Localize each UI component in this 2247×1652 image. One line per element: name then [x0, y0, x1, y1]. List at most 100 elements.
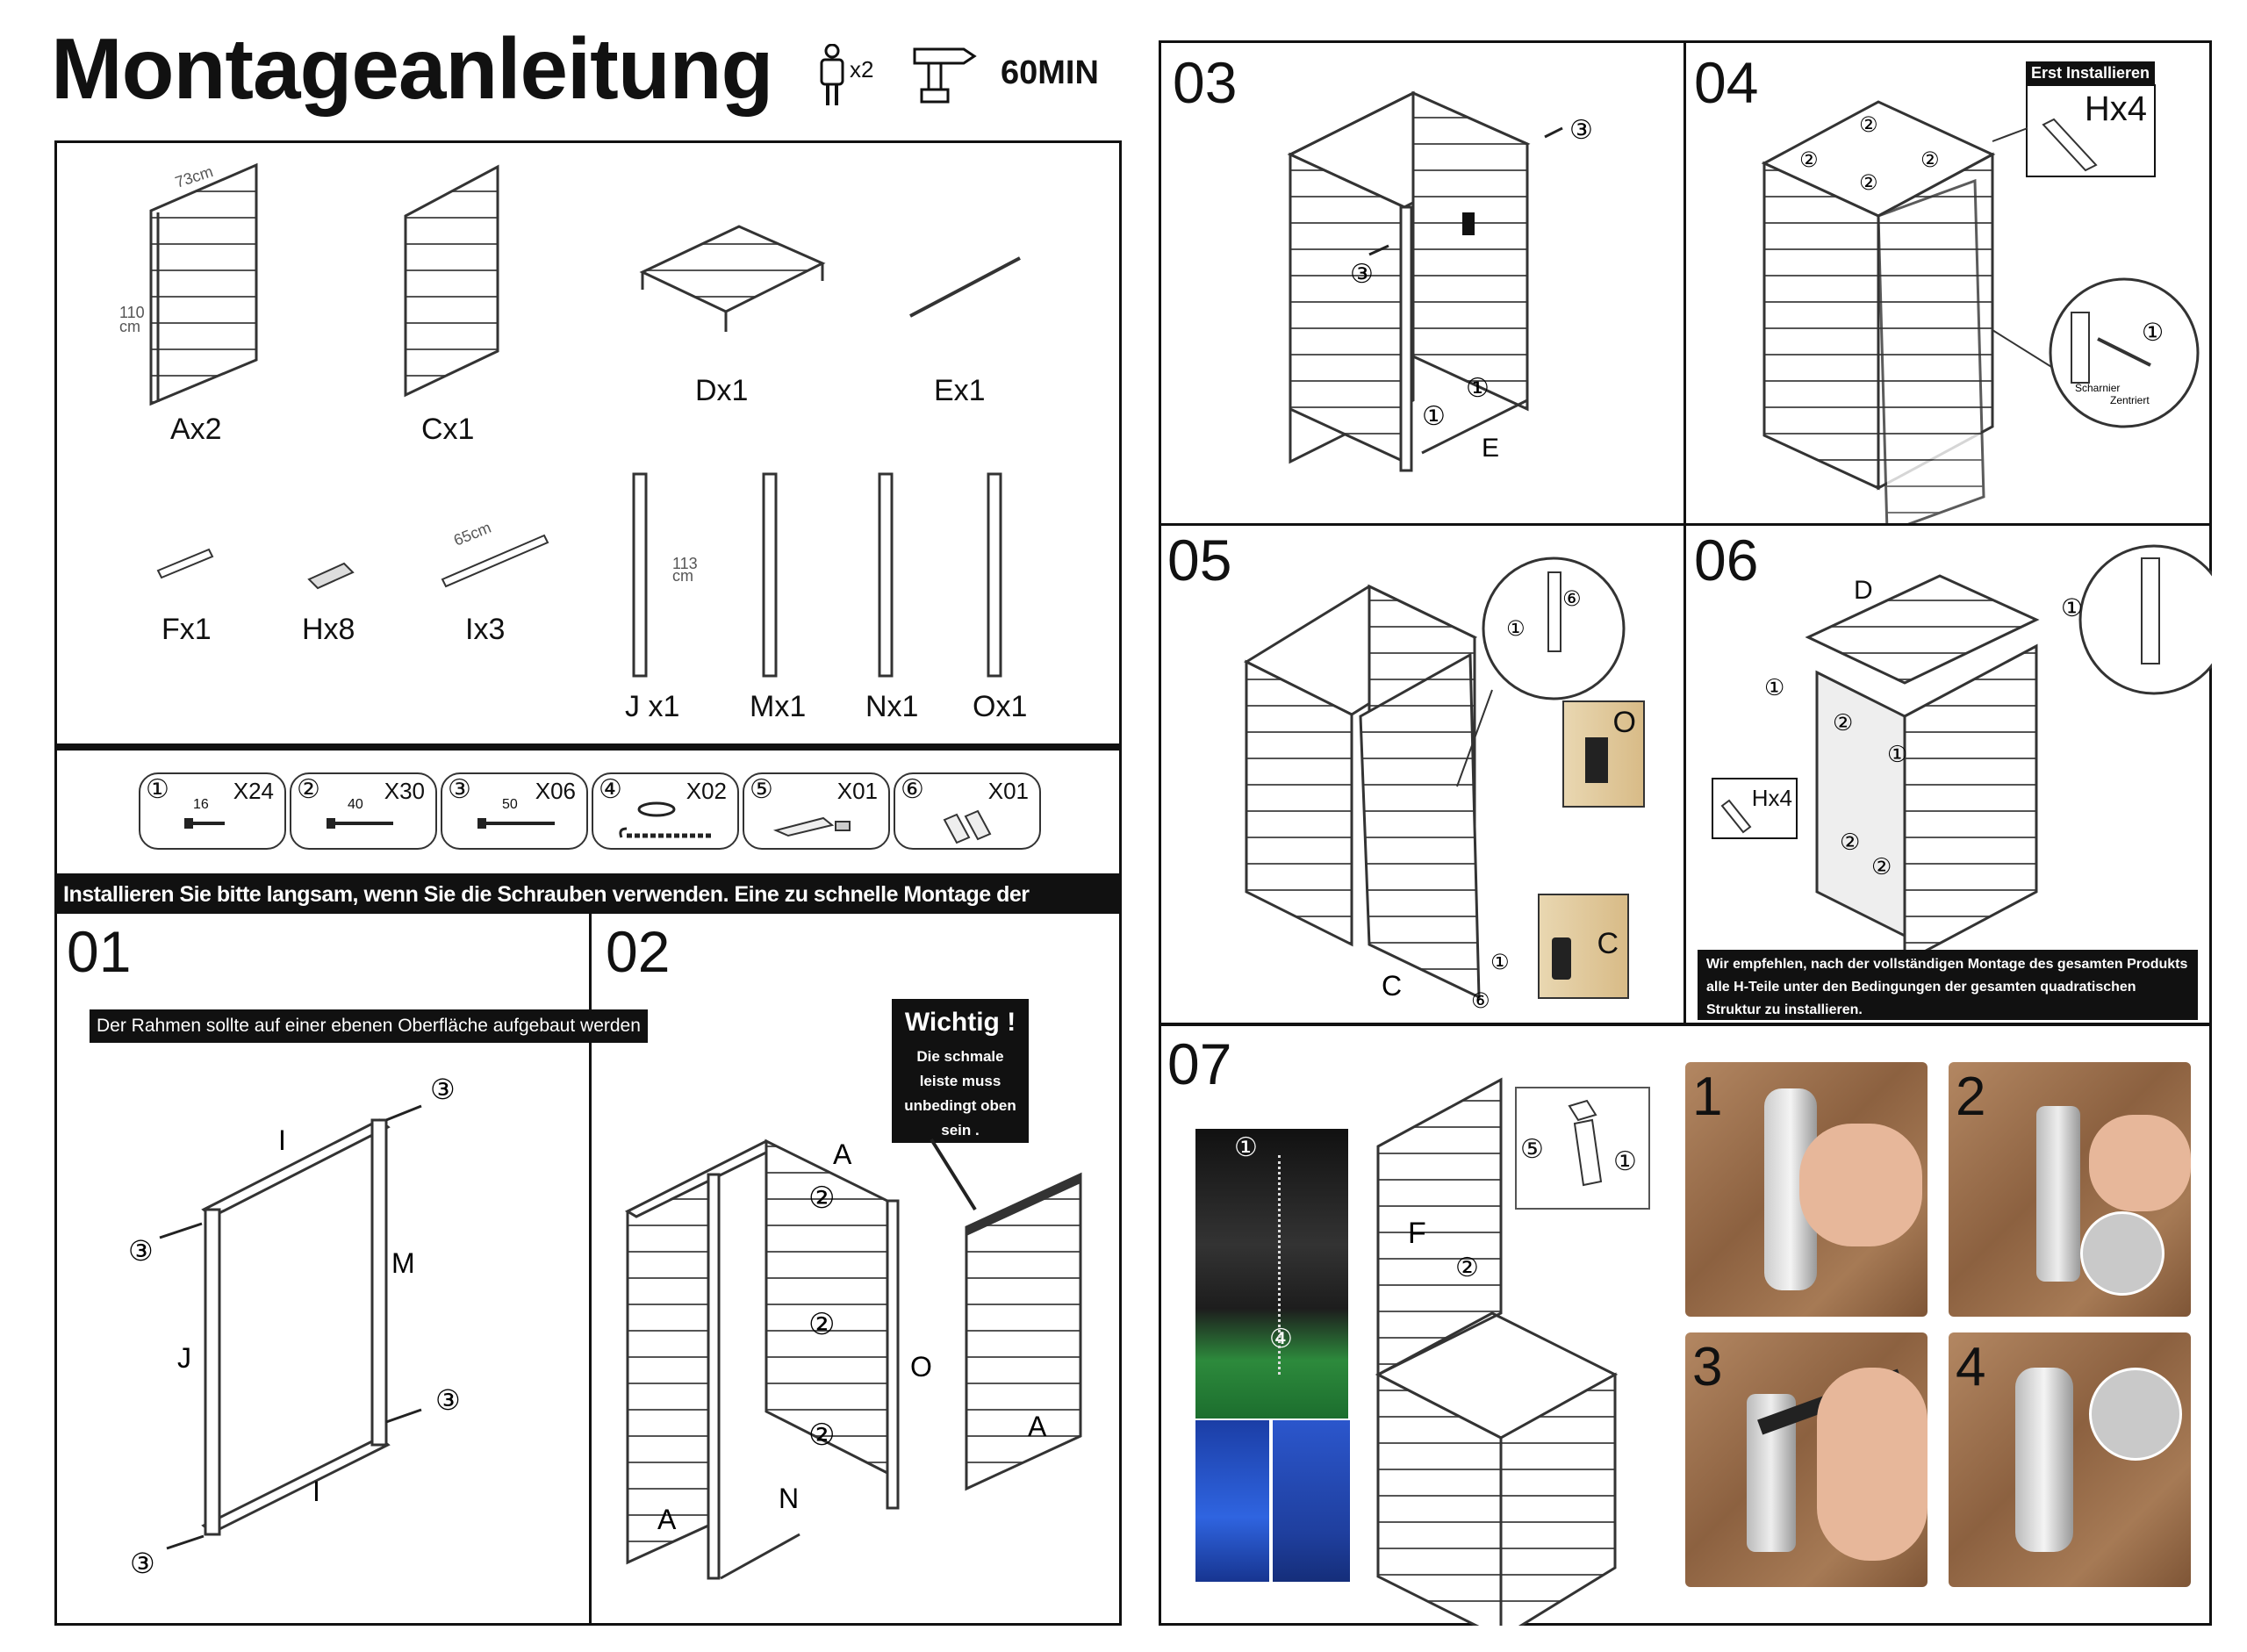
latch-bracket	[1552, 937, 1571, 980]
step-03-drawing: ③ ③ ① ① E	[1287, 90, 1593, 472]
chain-icon	[619, 801, 711, 838]
svg-text:③: ③	[130, 1548, 155, 1579]
step-02-drawing: A O A N A ② ② ②	[624, 1138, 1082, 1580]
svg-text:M: M	[391, 1247, 415, 1279]
screw-icon	[477, 818, 555, 829]
warning-bar: Installieren Sie bitte langsam, wenn Sie…	[54, 876, 1122, 944]
svg-text:Zentriert: Zentriert	[2110, 394, 2150, 406]
svg-text:③: ③	[1350, 260, 1374, 289]
svg-text:③: ③	[435, 1384, 461, 1416]
part-a-panel	[149, 162, 258, 406]
hardware-number: ③	[448, 775, 471, 804]
latch-icon	[772, 816, 851, 837]
step-03-number: 03	[1173, 50, 1238, 115]
svg-text:②: ②	[808, 1308, 835, 1341]
callout-body: Die schmale leiste muss unbedingt oben s…	[904, 1048, 1016, 1138]
parts-drawings: 73cm 110 cm 65cm 113 cm	[119, 162, 1021, 678]
hardware-item-4: ④ X02	[592, 772, 739, 850]
step-07-drawing: F ②	[1375, 1077, 1619, 1626]
step-02-panel	[589, 911, 1122, 1626]
h-part-icon	[2042, 118, 2098, 172]
svg-text:65cm: 65cm	[451, 519, 493, 549]
svg-text:I: I	[312, 1476, 320, 1507]
step-04-number: 04	[1694, 50, 1759, 115]
hardware-number: ⑤	[750, 775, 773, 804]
svg-text:③: ③	[128, 1235, 154, 1267]
part-label-i: Ix3	[465, 613, 506, 646]
step-05-drawing: ⑥ ① ① ⑥ C	[1243, 557, 1626, 1013]
hand	[2089, 1115, 2191, 1211]
zoom-circle	[2089, 1368, 2182, 1461]
hardware-length: 50	[502, 797, 518, 812]
part-i	[441, 534, 549, 588]
hardware-number: ⑥	[901, 775, 924, 804]
part-label-m: Mx1	[750, 690, 807, 723]
hardware-number: ①	[146, 775, 169, 804]
person-icon	[815, 43, 850, 111]
hardware-number: ②	[297, 775, 320, 804]
persons-count: x2	[850, 56, 874, 83]
step-07-photo-2: 2	[1949, 1062, 2191, 1317]
drill-icon	[909, 44, 980, 110]
screw-icon	[327, 818, 393, 829]
part-n-post	[878, 472, 894, 678]
part-label-c: Cx1	[421, 413, 475, 446]
step-04-drawing: ② ② ② ② ① Scharnier Zentriert	[1761, 100, 2200, 523]
hand	[1799, 1124, 1922, 1246]
svg-text:②: ②	[1920, 148, 1940, 172]
part-e-rod	[909, 256, 1021, 318]
part-m-post	[762, 472, 778, 678]
step-01-frame-drawing: I M J I ③ ③ ③ ③	[128, 1074, 461, 1579]
parts-panel	[54, 140, 1122, 746]
svg-text:②: ②	[1859, 171, 1878, 195]
svg-text:①: ①	[1887, 741, 1907, 767]
grid-divider-vertical	[1683, 40, 1686, 1025]
step-06-label-d: D	[1854, 576, 1873, 605]
step-06-hx4-box: Hx4	[1712, 778, 1798, 839]
svg-text:J: J	[177, 1342, 191, 1374]
part-label-o: Ox1	[973, 690, 1028, 723]
latch-mark-1: ①	[1613, 1147, 1637, 1176]
page-title: Montageanleitung	[51, 20, 773, 117]
assembly-time: 60MIN	[1001, 54, 1099, 91]
hardware-qty: X02	[686, 778, 727, 804]
hardware-qty: X06	[535, 778, 576, 804]
part-c-panel	[404, 164, 499, 398]
svg-text:①: ①	[1466, 374, 1490, 403]
latch-icon	[1568, 1099, 1603, 1187]
svg-text:110: 110	[119, 304, 145, 321]
svg-text:A: A	[1028, 1411, 1047, 1442]
hardware-qty: X24	[233, 778, 274, 804]
hardware-item-5: ⑤ X01	[743, 772, 890, 850]
step-07-number: 07	[1167, 1031, 1232, 1096]
part-label-n: Nx1	[865, 690, 919, 723]
step-06-drawing: ① ① ② ① ② ②	[1764, 544, 2212, 965]
step-07-chain-photo-blue-1	[1195, 1420, 1269, 1582]
svg-text:②: ②	[1871, 853, 1892, 880]
step-07-chain-photo-blue-2	[1273, 1420, 1350, 1582]
step-05-photo-c: C	[1538, 894, 1629, 999]
step-01-number: 01	[67, 919, 132, 984]
step-05-photo-o: O	[1562, 700, 1645, 808]
grid-divider-horizontal	[1159, 523, 2212, 526]
zoom-circle	[2080, 1211, 2164, 1296]
chain-mark-1: ①	[1234, 1133, 1258, 1162]
svg-text:②: ②	[1859, 113, 1878, 137]
svg-text:cm: cm	[119, 318, 140, 335]
svg-text:⑥: ⑥	[1562, 587, 1582, 611]
svg-text:②: ②	[1799, 148, 1819, 172]
step-02-number: 02	[606, 919, 671, 984]
svg-text:①: ①	[2142, 319, 2164, 346]
svg-text:①: ①	[1490, 951, 1510, 974]
hinge-icon	[943, 809, 992, 844]
svg-text:③: ③	[430, 1074, 456, 1105]
svg-text:A: A	[833, 1138, 852, 1170]
part-j-post	[632, 472, 648, 678]
svg-text:E: E	[1482, 434, 1499, 463]
svg-text:⑥: ⑥	[1471, 989, 1490, 1013]
svg-text:cm: cm	[672, 567, 693, 585]
svg-text:①: ①	[1764, 674, 1784, 700]
chain-strand	[1278, 1155, 1286, 1375]
svg-text:①: ①	[2061, 594, 2083, 621]
hardware-item-2: ② X30 40	[290, 772, 437, 850]
